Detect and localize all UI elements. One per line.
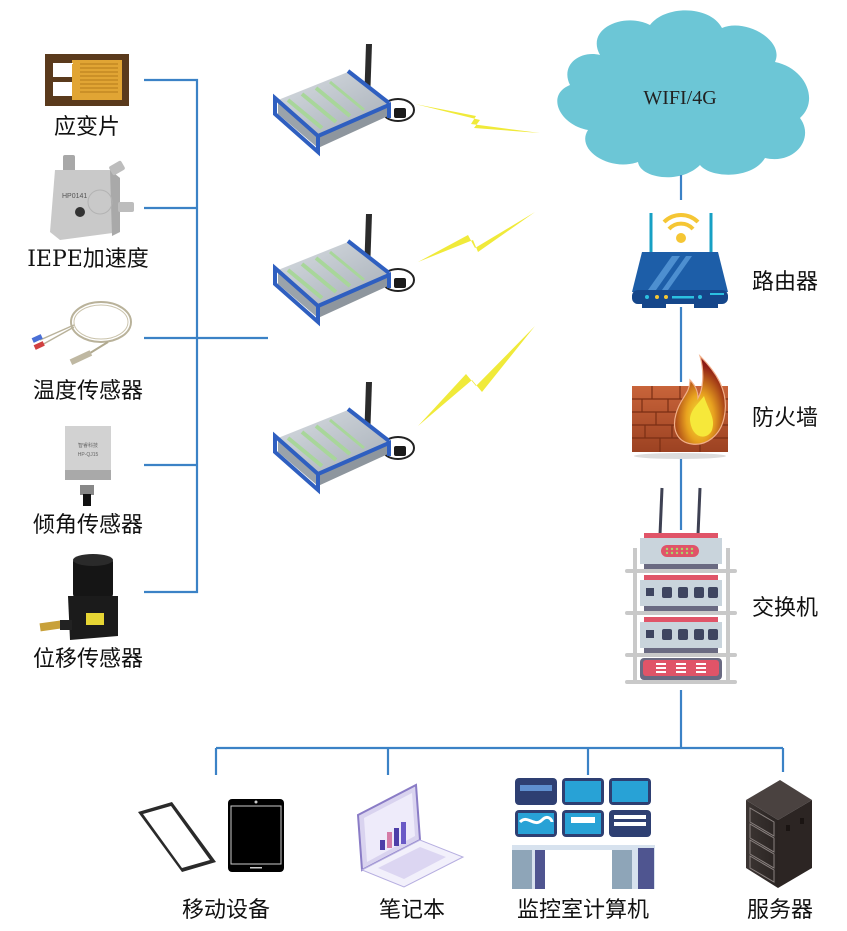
firewall-label: 防火墙	[752, 406, 818, 431]
monitoring-room-label: 监控室计算机	[517, 898, 649, 923]
strain-gauge-icon	[45, 54, 129, 106]
tilt-sensor-label: 倾角传感器	[33, 513, 143, 538]
tilt-sensor-icon: 智睿科技 HP-QJ15	[65, 426, 111, 506]
cloud-label: WIFI/4G	[643, 87, 716, 109]
svg-text:HP-QJ15: HP-QJ15	[78, 452, 99, 458]
wireless-link-1-icon	[415, 104, 540, 133]
sensor-tilt: 智睿科技 HP-QJ15 倾角传感器	[33, 426, 143, 538]
smartphone-icon	[138, 802, 216, 872]
tablet-icon	[228, 799, 284, 872]
cloud-icon	[557, 10, 810, 178]
wireless-link-2-icon	[418, 212, 535, 262]
accelerometer-icon: HP0141	[50, 155, 134, 240]
firewall-icon	[632, 353, 728, 459]
mobile-label: 移动设备	[182, 898, 270, 923]
router-label: 路由器	[752, 270, 818, 295]
sensor-iepe-accelerometer: HP0141 IEPE加速度	[27, 155, 149, 272]
endpoint-server: 服务器	[746, 780, 813, 923]
wireless-link-3-icon	[418, 326, 535, 426]
temperature-sensor-label: 温度传感器	[33, 379, 143, 404]
strain-gauge-label: 应变片	[54, 115, 120, 140]
switch: 交换机	[625, 487, 818, 684]
temperature-probe-icon	[31, 301, 132, 365]
sensor-bus-wires	[144, 78, 268, 594]
sensor-displacement: 位移传感器	[33, 554, 143, 672]
cloud-wifi-4g: WIFI/4G	[557, 10, 810, 178]
laptop-icon	[356, 783, 465, 888]
endpoint-laptop: 笔记本	[356, 783, 465, 923]
gateway-2-icon	[273, 212, 416, 324]
gateway-1-icon	[273, 42, 416, 154]
router-icon	[632, 212, 728, 308]
firewall: 防火墙	[632, 353, 818, 459]
gateway-3-icon	[273, 380, 416, 492]
switch-label: 交换机	[752, 596, 818, 621]
router: 路由器	[632, 212, 818, 308]
server-rack-icon	[746, 780, 812, 888]
endpoint-monitoring-room: 监控室计算机	[512, 778, 655, 923]
switch-rack-icon	[625, 487, 737, 684]
iepe-accelerometer-label: IEPE加速度	[27, 247, 149, 272]
sensor-strain-gauge: 应变片	[45, 54, 129, 140]
server-label: 服务器	[747, 898, 813, 923]
sensor-temperature: 温度传感器	[31, 301, 143, 404]
endpoint-mobile: 移动设备	[138, 799, 284, 923]
displacement-sensor-icon	[39, 554, 118, 640]
svg-text:智睿科技: 智睿科技	[78, 442, 98, 449]
displacement-sensor-label: 位移传感器	[33, 647, 143, 672]
monitoring-wall-icon	[512, 778, 655, 889]
svg-text:HP0141: HP0141	[62, 193, 87, 200]
laptop-label: 笔记本	[379, 898, 445, 923]
backbone-wires	[214, 175, 785, 775]
